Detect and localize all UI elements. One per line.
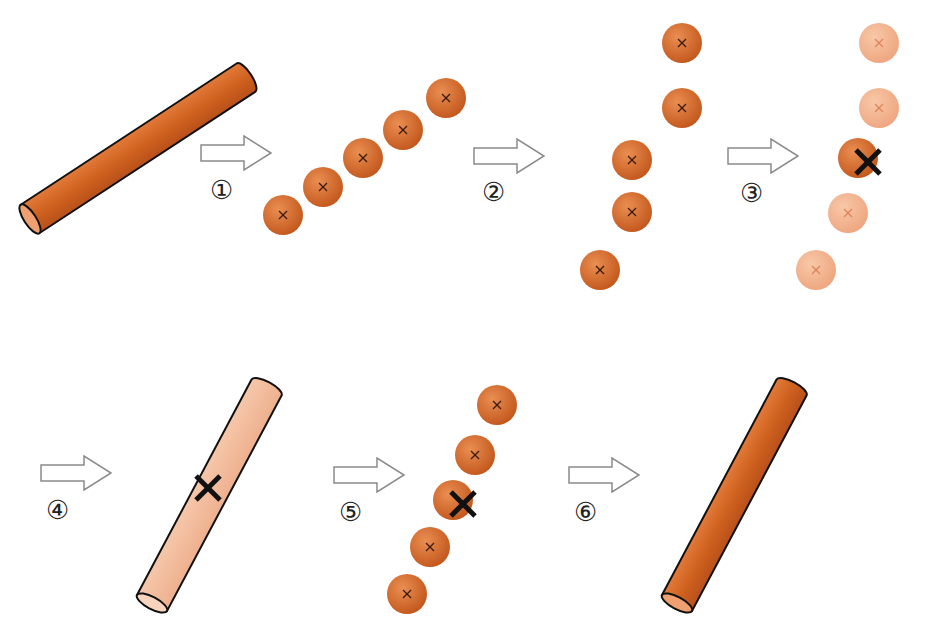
bead-mark: [319, 183, 327, 191]
bead: [859, 23, 899, 63]
bead-mark: [678, 104, 686, 112]
bead-chain: [796, 23, 899, 290]
bead: [387, 574, 427, 614]
bead-mark: [319, 183, 327, 191]
callout-number: ②: [482, 179, 505, 205]
bead: [410, 527, 450, 567]
bead-mark: [875, 39, 883, 47]
bead-mark: [875, 104, 883, 112]
bead-chain: [580, 23, 702, 290]
bead-mark: [359, 154, 367, 162]
callout-number: ①: [210, 177, 233, 203]
bead-mark: [844, 209, 852, 217]
bead-mark: [678, 39, 686, 47]
bead: [343, 138, 383, 178]
bead-chain: [387, 385, 517, 614]
bead: [612, 140, 652, 180]
callout-number: ⑤: [339, 499, 362, 525]
bead: [828, 193, 868, 233]
defect-mark: [196, 476, 220, 500]
step-arrow: [728, 139, 798, 173]
bead-mark: [844, 209, 852, 217]
bead-mark: [399, 126, 407, 134]
bead: [662, 88, 702, 128]
bead-mark: [279, 211, 287, 219]
bead: [303, 167, 343, 207]
bead-mark: [471, 451, 479, 459]
pale-rod: [134, 374, 284, 616]
bead: [580, 250, 620, 290]
bead: [859, 88, 899, 128]
bead-mark: [442, 94, 450, 102]
bead-mark: [493, 401, 501, 409]
bead-mark: [596, 266, 604, 274]
bead-mark: [628, 208, 636, 216]
bead-mark: [628, 156, 636, 164]
defect-mark: [856, 150, 880, 174]
step-arrow: [569, 458, 639, 492]
bead-mark: [426, 543, 434, 551]
bead-mark: [628, 156, 636, 164]
bead: [383, 110, 423, 150]
bead-mark: [812, 266, 820, 274]
bead: [796, 250, 836, 290]
bead: [612, 192, 652, 232]
bead-mark: [279, 211, 287, 219]
bead-mark: [403, 590, 411, 598]
step-arrow: [41, 456, 111, 490]
bead-mark: [812, 266, 820, 274]
defect-mark: [856, 150, 880, 174]
step-arrow: [334, 458, 404, 492]
bead-mark: [403, 590, 411, 598]
callout-number: ③: [740, 180, 763, 206]
bead-mark: [426, 543, 434, 551]
bead-mark: [678, 104, 686, 112]
bead-mark: [359, 154, 367, 162]
bead-mark: [875, 39, 883, 47]
bead-mark: [628, 208, 636, 216]
step-arrow: [201, 136, 271, 170]
bead-mark: [399, 126, 407, 134]
bead-mark: [442, 94, 450, 102]
bead: [477, 385, 517, 425]
bead: [662, 23, 702, 63]
bead: [455, 435, 495, 475]
callout-number: ④: [46, 497, 69, 523]
callout-number: ⑥: [574, 499, 597, 525]
bead-mark: [493, 401, 501, 409]
rod: [659, 374, 809, 616]
bead-mark: [596, 266, 604, 274]
bead-mark: [678, 39, 686, 47]
bead-mark: [875, 104, 883, 112]
bead: [263, 195, 303, 235]
bead-chain: [263, 78, 466, 235]
defect-mark: [451, 492, 475, 516]
bead: [426, 78, 466, 118]
step-arrow: [474, 139, 544, 173]
bead-mark: [471, 451, 479, 459]
defect-mark: [451, 492, 475, 516]
